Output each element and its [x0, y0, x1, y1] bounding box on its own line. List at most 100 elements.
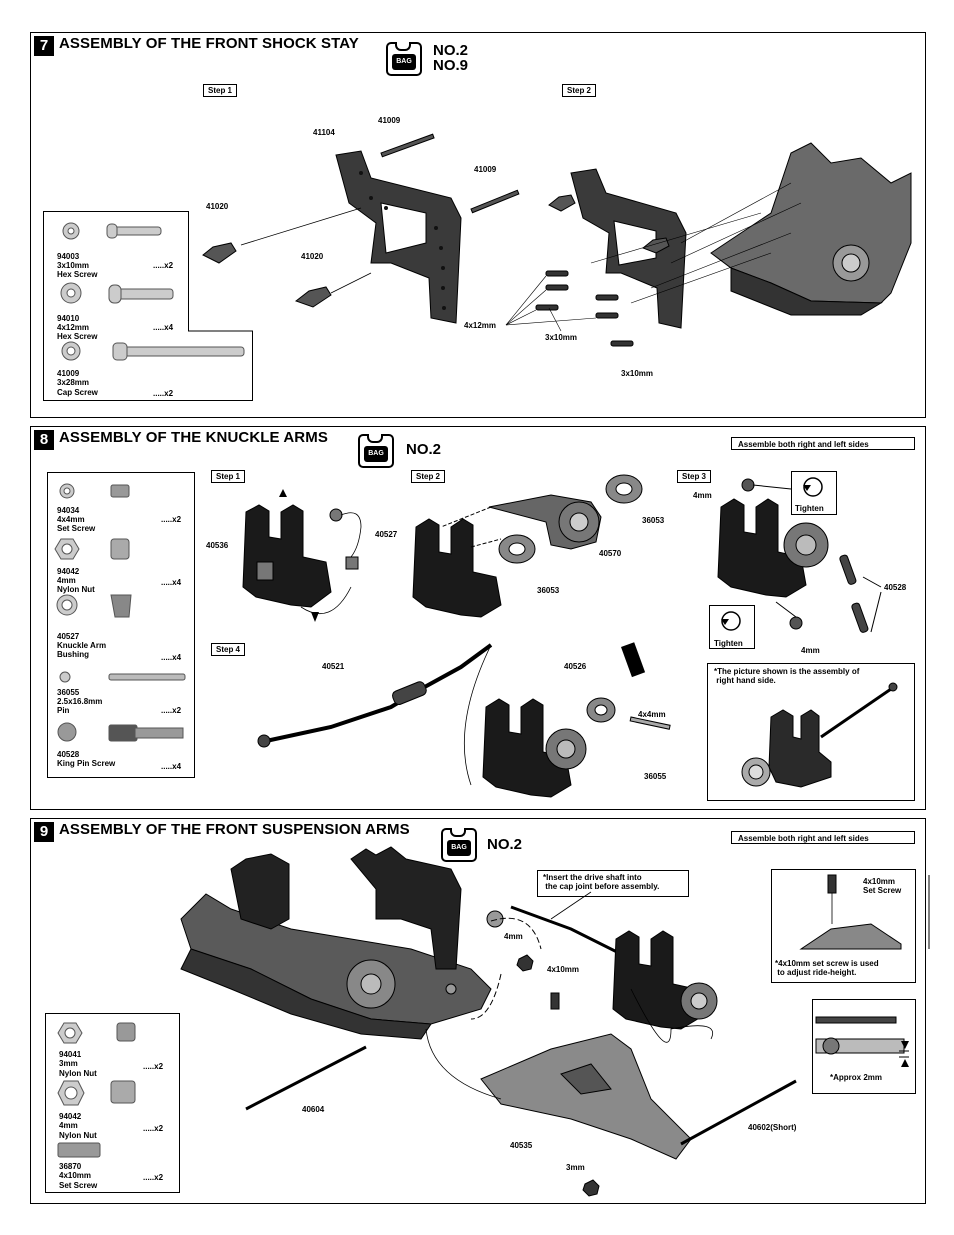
setscrew-note: *4x10mm set screw is used to adjust ride…: [775, 959, 879, 977]
bag-number: NO.9: [433, 57, 469, 74]
step-1-label: Step 1: [203, 84, 238, 97]
part-label: 40528: [884, 583, 907, 592]
part-name: Cap Screw: [57, 388, 98, 397]
bag-icon: BAG: [441, 828, 477, 862]
part-qty: .....x4: [161, 578, 182, 587]
section-number: 9: [34, 822, 54, 842]
part-label: 40526: [564, 662, 587, 671]
part-size: 3mm: [59, 1059, 78, 1068]
part-label: 41009: [474, 165, 497, 174]
part-code: 94010: [57, 314, 80, 323]
suspension-illustration: [180, 846, 797, 1197]
part-label: 40521: [322, 662, 345, 671]
part-label: 40527: [375, 530, 398, 539]
part-label: 3mm: [566, 1163, 585, 1172]
part-name: Nylon Nut: [59, 1069, 97, 1078]
part-name: Nylon Nut: [57, 585, 95, 594]
approx-note: *Approx 2mm: [830, 1073, 883, 1082]
step-2-label: Step 2: [562, 84, 597, 97]
part-qty: .....x2: [153, 261, 174, 270]
part-label: 40604: [302, 1105, 325, 1114]
part-label: 40535: [510, 1141, 533, 1150]
part-label: 4mm: [693, 491, 712, 500]
step-1-label: Step 1: [211, 470, 246, 483]
section-title: ASSEMBLY OF THE FRONT SUSPENSION ARMS: [59, 821, 410, 838]
part-size: 4mm: [57, 576, 76, 585]
part-label: 36053: [537, 586, 560, 595]
part-size: 2.5x16.8mm: [57, 697, 103, 706]
part-qty: .....x4: [161, 653, 182, 662]
part-label: 40602(Short): [748, 1123, 797, 1132]
ride-height-inset: [771, 869, 916, 983]
section-front-suspension-arms: 9 ASSEMBLY OF THE FRONT SUSPENSION ARMS …: [30, 818, 930, 1204]
part-name: Bushing: [57, 650, 89, 659]
part-label: 41104: [313, 128, 335, 137]
drive-shaft-note: *Insert the drive shaft into the cap joi…: [543, 873, 660, 891]
section-number: 8: [34, 430, 54, 450]
part-code: 94042: [57, 567, 80, 576]
part-qty: .....x4: [153, 323, 174, 332]
part-code: 94003: [57, 252, 80, 261]
bag-icon: BAG: [386, 42, 422, 76]
part-label: 41020: [301, 252, 324, 261]
part-label: 3x10mm: [545, 333, 578, 342]
bag-number: NO.2: [433, 42, 469, 59]
section-knuckle-arms: 8 ASSEMBLY OF THE KNUCKLE ARMS BAG NO.2 …: [30, 426, 926, 810]
section-title: ASSEMBLY OF THE FRONT SHOCK STAY: [59, 35, 359, 52]
part-qty: .....x2: [161, 706, 182, 715]
part-label: 4mm: [504, 932, 523, 941]
part-code: 40527: [57, 632, 80, 641]
part-name: Hex Screw: [57, 332, 98, 341]
part-code: 41009: [57, 369, 80, 378]
part-label: 4x10mm: [547, 965, 580, 974]
part-code: 94034: [57, 506, 80, 515]
setscrew-label: 4x10mm Set Screw: [863, 877, 902, 895]
part-code: 40528: [57, 750, 80, 759]
part-code: 94041: [59, 1050, 82, 1059]
part-size: 4mm: [59, 1121, 78, 1130]
part-label: 40536: [206, 541, 229, 550]
part-label: 36055: [644, 772, 667, 781]
part-label: 3x10mm: [621, 369, 654, 378]
part-code: 94042: [59, 1112, 82, 1121]
inset-note: *The picture shown is the assembly of ri…: [714, 667, 860, 685]
bag-number: NO.2: [406, 441, 442, 458]
part-label: 36053: [642, 516, 665, 525]
part-size: 3x28mm: [57, 378, 90, 387]
part-size: 4x10mm: [59, 1171, 92, 1180]
step-4-label: Step 4: [211, 643, 246, 656]
part-size: Knuckle Arm: [57, 641, 107, 650]
part-size: 3x10mm: [57, 261, 90, 270]
part-name: Set Screw: [59, 1181, 98, 1190]
part-qty: .....x2: [143, 1062, 164, 1071]
part-size: 4x4mm: [57, 515, 85, 524]
part-label: 41009: [378, 116, 401, 125]
part-code: 36055: [57, 688, 80, 697]
bag-icon: BAG: [358, 434, 394, 468]
part-label: 41020: [206, 202, 229, 211]
bag-number: NO.2: [487, 836, 523, 853]
tighten-label: Tighten: [795, 504, 824, 513]
shock-stay-illustration: [202, 133, 912, 347]
part-label: 4x12mm: [464, 321, 497, 330]
part-code: 36870: [59, 1162, 82, 1171]
assembly-note: Assemble both right and left sides: [731, 831, 915, 844]
part-qty: .....x4: [161, 762, 182, 771]
part-name: Set Screw: [57, 524, 96, 533]
part-label: 4mm: [801, 646, 820, 655]
assembly-note: Assemble both right and left sides: [731, 437, 915, 450]
part-qty: .....x2: [161, 515, 182, 524]
step-3-label: Step 3: [677, 470, 712, 483]
part-name: Hex Screw: [57, 270, 98, 279]
tighten-label: Tighten: [714, 639, 743, 648]
part-size: 4x12mm: [57, 323, 90, 332]
drive-shaft-note-box: [537, 870, 689, 897]
part-qty: .....x2: [143, 1124, 164, 1133]
section-front-shock-stay: 7 ASSEMBLY OF THE FRONT SHOCK STAY BAG N…: [30, 32, 926, 418]
part-name: Pin: [57, 706, 70, 715]
hex-screw-icon: [62, 222, 162, 240]
part-size: King Pin Screw: [57, 759, 116, 768]
part-qty: .....x2: [143, 1173, 164, 1182]
step-2-label: Step 2: [411, 470, 446, 483]
part-label: 40570: [599, 549, 622, 558]
